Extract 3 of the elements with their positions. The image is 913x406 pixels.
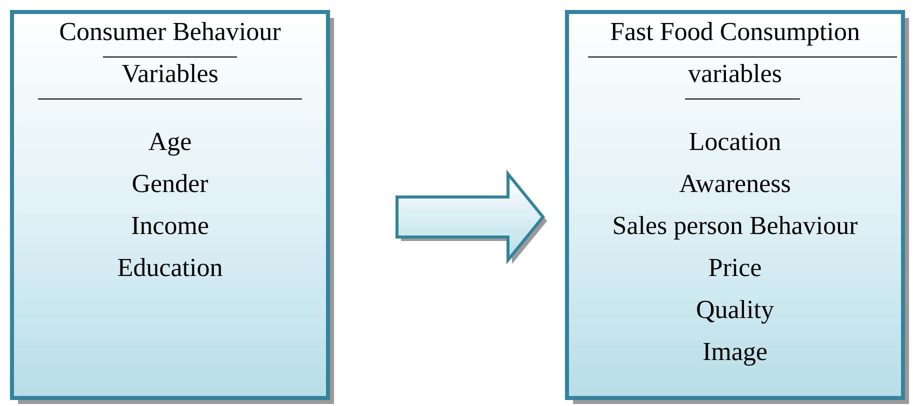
text-box: Consumer Behaviour Variables Age Gender Income Education: [10, 10, 334, 404]
text-box: Fast Food Consumption variables Location Awareness Sales person Behaviour Price Quality Image: [565, 10, 909, 404]
block-arrow: [396, 170, 547, 264]
